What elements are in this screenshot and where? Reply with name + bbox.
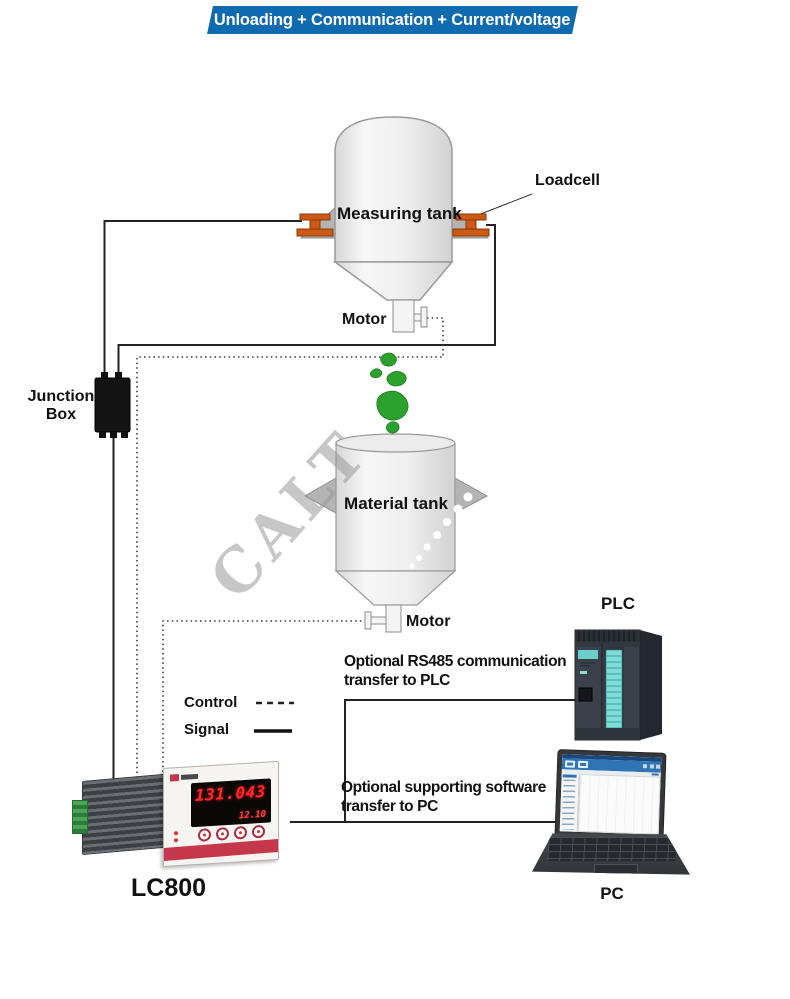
legend-control-label: Control <box>184 694 238 711</box>
material-tank-cone <box>334 570 457 606</box>
lc800-button <box>234 825 247 840</box>
lc800-sub-readout: 12.10 <box>238 809 266 822</box>
plc-label: PLC <box>601 594 635 613</box>
material-motor-flange <box>364 611 372 630</box>
measuring-tank-body <box>334 116 453 263</box>
lc800-terminal-connector <box>72 800 88 834</box>
laptop-software-ui <box>559 754 662 835</box>
software-annotation: Optional supporting software transfer to… <box>341 779 546 815</box>
lc800-brand-logo <box>170 773 200 782</box>
banner: Unloading + Communication + Current/volt… <box>207 6 579 34</box>
software-sidebar-items <box>561 779 576 830</box>
loadcell-label: Loadcell <box>535 172 600 189</box>
laptop-keyboard-base <box>532 833 690 875</box>
lc800-red-stripe <box>163 838 279 862</box>
banner-title: Unloading + Communication + Current/volt… <box>214 10 571 29</box>
rs485-annotation: Optional RS485 communication transfer to… <box>344 653 567 689</box>
software-chart-area <box>577 773 661 835</box>
lc800-label: LC800 <box>131 874 207 902</box>
material-motor-label: Motor <box>406 613 451 630</box>
measuring-tank-cone <box>332 261 454 301</box>
material-motor-shaft <box>370 616 387 625</box>
lc800-button <box>198 828 211 842</box>
material-tank-outlet-pipe <box>385 604 402 633</box>
software-sidebar <box>559 773 580 832</box>
lc800-display: 131.043 12.10 <box>191 778 271 828</box>
left-loadcell <box>296 213 334 237</box>
lc800-status-led <box>174 838 178 843</box>
software-window-control <box>649 764 655 769</box>
pc-label: PC <box>600 884 624 903</box>
software-toolbar-button <box>577 760 589 769</box>
wire-control-measuring-motor <box>136 317 444 780</box>
laptop-keys <box>547 837 677 861</box>
wire-signal-right-loadcell <box>117 224 496 372</box>
laptop-touchpad <box>594 864 638 874</box>
measuring-motor-label: Motor <box>342 311 387 328</box>
material-tank-body <box>335 442 456 572</box>
lc800-button <box>252 824 265 839</box>
software-window-control <box>655 764 661 769</box>
lc800-weight-readout: 131.043 <box>195 781 266 806</box>
software-toolbar-button <box>564 760 576 768</box>
junction-box-label: Junction Box <box>27 388 95 423</box>
legend-signal-label: Signal <box>184 721 230 738</box>
software-window-control <box>642 764 648 769</box>
material-tank-top <box>335 433 456 453</box>
measuring-tank-outlet-pipe <box>392 299 415 333</box>
measuring-tank-label: Measuring tank <box>337 204 462 223</box>
lc800-front-panel: 131.043 12.10 <box>163 760 279 867</box>
wire-control-material-motor <box>162 620 366 778</box>
wire-signal-indicator-to-plc <box>344 699 578 822</box>
software-sidebar-selected <box>562 774 577 778</box>
right-loadcell <box>452 213 490 237</box>
measuring-motor-flange <box>420 306 428 328</box>
sparkle-dots <box>409 492 473 569</box>
laptop-screen <box>554 749 667 840</box>
material-flow <box>369 352 409 434</box>
plc-module <box>574 629 662 741</box>
lc800-status-led <box>174 831 178 836</box>
junction-box <box>94 372 131 438</box>
wire-signal-left-loadcell <box>103 220 302 372</box>
lc800-button <box>216 826 229 841</box>
material-tank-label: Material tank <box>344 494 448 513</box>
loadcell-pointer-line <box>472 193 533 218</box>
